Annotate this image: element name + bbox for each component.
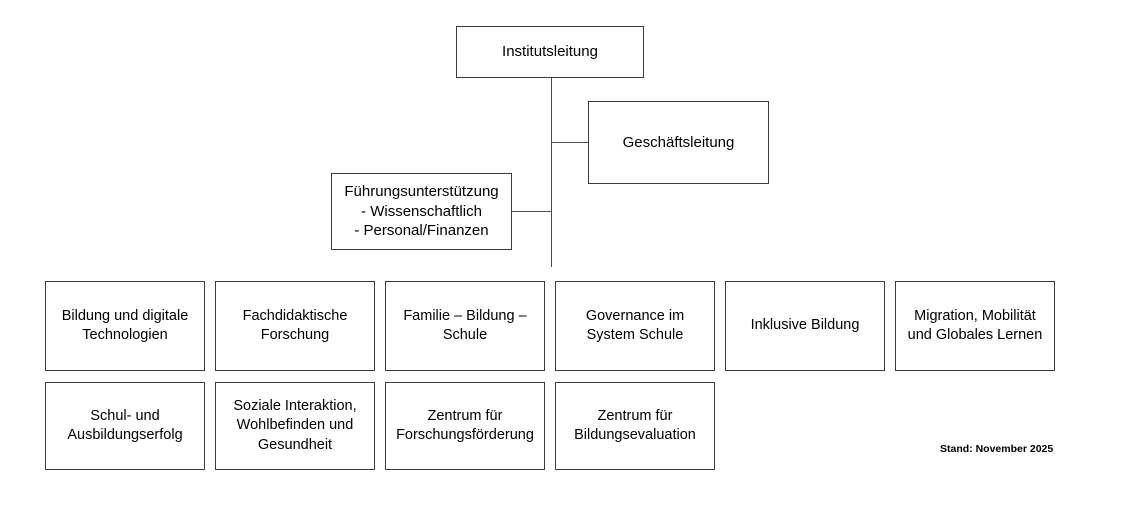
unit-inklusive-bildung[interactable]: Inklusive Bildung [725, 281, 885, 371]
connector-branch-fuehrungsunterstuetzung [511, 211, 552, 212]
node-geschaeftsleitung[interactable]: Geschäftsleitung [588, 101, 769, 184]
date-stamp: Stand: November 2025 [940, 443, 1054, 455]
connector-branch-geschaeftsleitung [551, 142, 589, 143]
connector-trunk-vertical [551, 78, 552, 267]
unit-bildung-und-digitale-technologien[interactable]: Bildung und digitale Technologien [45, 281, 205, 371]
node-institutsleitung[interactable]: Institutsleitung [456, 26, 644, 78]
unit-migration-mobilitaet-globales-lernen[interactable]: Migration, Mobilität und Globales Lernen [895, 281, 1055, 371]
unit-zentrum-fuer-bildungsevaluation[interactable]: Zentrum für Bildungsevaluation [555, 382, 715, 470]
unit-schul-und-ausbildungserfolg[interactable]: Schul- und Ausbildungserfolg [45, 382, 205, 470]
unit-governance-im-system-schule[interactable]: Governance im System Schule [555, 281, 715, 371]
unit-fachdidaktische-forschung[interactable]: Fachdidaktische Forschung [215, 281, 375, 371]
unit-soziale-interaktion-wohlbefinden-gesundheit[interactable]: Soziale Interaktion, Wohlbefinden und Ge… [215, 382, 375, 470]
node-fuehrungsunterstuetzung[interactable]: Führungsunterstützung - Wissenschaftlich… [331, 173, 512, 250]
unit-familie-bildung-schule[interactable]: Familie – Bildung – Schule [385, 281, 545, 371]
unit-zentrum-fuer-forschungsfoerderung[interactable]: Zentrum für Forschungsförderung [385, 382, 545, 470]
